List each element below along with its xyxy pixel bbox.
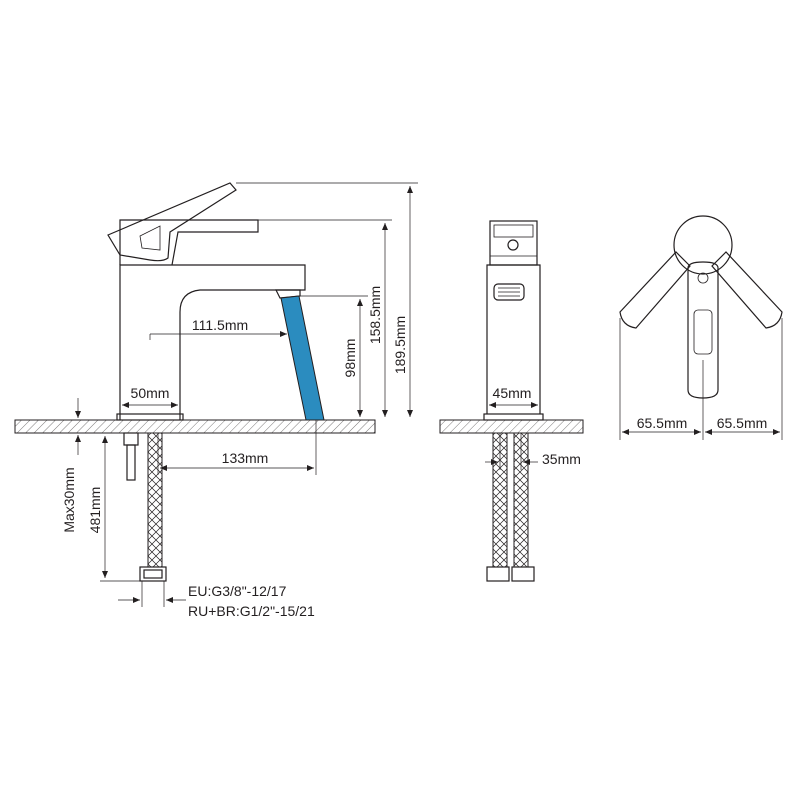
- side-faucet-body: [119, 264, 306, 420]
- dim-spout-height: 158.5mm: [367, 286, 383, 344]
- dim-hose-length: 481mm: [87, 487, 103, 534]
- front-aerator: [493, 283, 525, 301]
- water-stream: [280, 295, 325, 421]
- side-view: 189.5mm 158.5mm 98mm 111.5mm 50mm 133mm …: [14, 182, 418, 619]
- side-shank: [123, 432, 139, 446]
- front-countertop: [439, 419, 584, 434]
- top-lever-swing-right: [711, 251, 783, 329]
- front-view: 45mm 35mm: [439, 220, 584, 582]
- side-lever-handle: [107, 182, 237, 262]
- eu-thread-label: EU:G3/8"-12/17: [188, 583, 287, 599]
- front-lever-pin: [507, 239, 519, 251]
- dim-lever-swing-right: 65.5mm: [717, 415, 768, 431]
- dim-spout-projection: 133mm: [222, 450, 269, 466]
- dim-total-height: 189.5mm: [392, 316, 408, 374]
- side-countertop: [14, 419, 376, 434]
- dim-max-deck-thickness: Max30mm: [61, 467, 77, 532]
- side-hose: [147, 432, 163, 568]
- dim-aerator-reach: 111.5mm: [192, 317, 248, 333]
- dim-lever-swing-left: 65.5mm: [637, 415, 688, 431]
- side-base-plate: [116, 413, 184, 421]
- side-hose-nut: [139, 566, 167, 582]
- top-view: 65.5mm 65.5mm: [619, 215, 783, 440]
- side-cartridge: [119, 219, 259, 266]
- top-body-circle: [673, 215, 733, 275]
- top-lever-center: [687, 261, 719, 399]
- dim-hose-spacing: 35mm: [542, 451, 581, 467]
- top-lever-swing-left: [619, 251, 691, 329]
- dim-front-body-width: 45mm: [493, 385, 532, 401]
- dim-base-width: 50mm: [131, 385, 170, 401]
- dim-outlet-height: 98mm: [342, 339, 358, 378]
- ru-br-thread-label: RU+BR:G1/2"-15/21: [188, 603, 315, 619]
- front-cartridge: [489, 220, 538, 266]
